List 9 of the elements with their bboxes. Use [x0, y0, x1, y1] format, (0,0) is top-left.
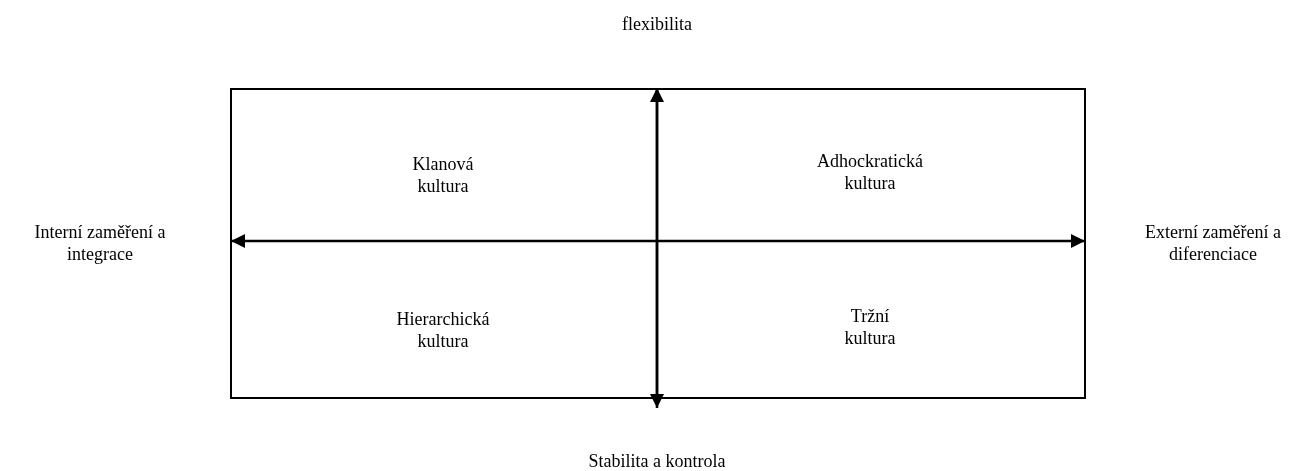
axis-label: Externí zaměření a diferenciace [1144, 221, 1282, 265]
quadrant-label: Tržní kultura [843, 305, 897, 349]
axis-label: Interní zaměření a integrace [33, 221, 167, 265]
axis-label: flexibilita [621, 13, 693, 35]
quadrant-label: Adhockratická kultura [816, 150, 924, 194]
quadrant-label: Klanová kultura [411, 153, 475, 197]
axis-label: Stabilita a kontrola [587, 450, 727, 471]
quadrant-frame [230, 88, 1086, 399]
quadrant-label: Hierarchická kultura [395, 308, 491, 352]
